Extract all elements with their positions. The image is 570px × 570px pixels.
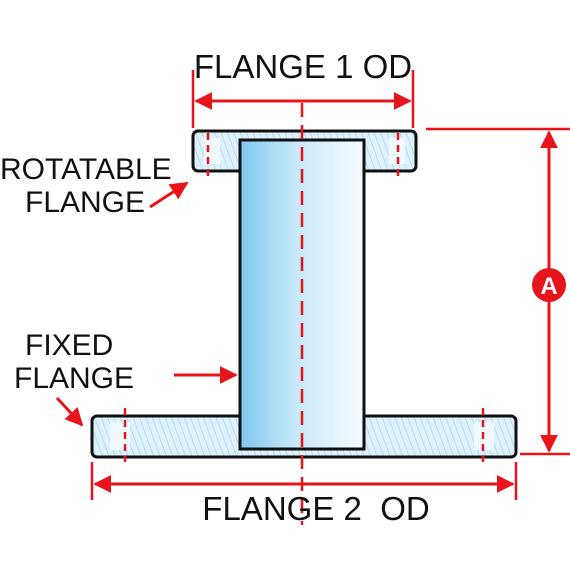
fixed-label-line2: FLANGE	[14, 362, 134, 395]
flange1-od-dimension	[191, 70, 415, 128]
dimension-a-badge: A	[532, 268, 566, 302]
flange2-od-dimension	[90, 462, 518, 500]
flange2-od-label: FLANGE 2 OD	[202, 490, 429, 527]
fixed-arrow	[55, 396, 84, 427]
flange1-od-label: FLANGE 1 OD	[194, 48, 412, 85]
fixed-label-line1: FIXED	[25, 329, 113, 362]
rotatable-label-line2: FLANGE	[25, 186, 145, 219]
rotatable-label-line1: ROTATABLE	[0, 153, 172, 186]
dimension-a-label: A	[540, 273, 557, 300]
rotatable-arrow	[149, 181, 189, 209]
